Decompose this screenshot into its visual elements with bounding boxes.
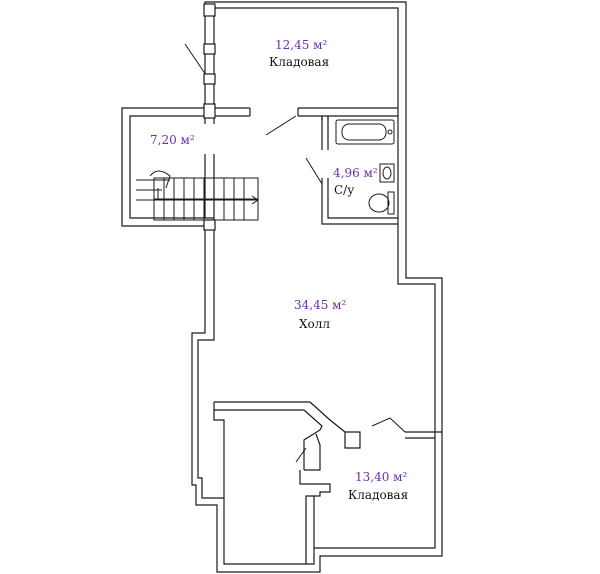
- wall-posts: [203, 3, 216, 231]
- room-hall: 34,45 м² Холл: [294, 298, 347, 331]
- area-label: 13,40 м²: [355, 470, 408, 484]
- area-label: 7,20 м²: [150, 133, 195, 147]
- room-name-label: Кладовая: [348, 488, 408, 502]
- interior-walls: [200, 107, 442, 564]
- staircase: [136, 170, 259, 221]
- room-storage-bottom: 13,40 м² Кладовая: [348, 470, 408, 502]
- room-storage-top: 12,45 м² Кладовая: [269, 38, 329, 69]
- room-name-label: С/у: [334, 183, 354, 197]
- area-label: 34,45 м²: [294, 298, 347, 312]
- room-bathroom: 4,96 м² С/у: [333, 166, 378, 197]
- room-stair: 7,20 м²: [150, 133, 195, 147]
- room-name-label: Кладовая: [269, 55, 329, 69]
- doors: [184, 43, 406, 463]
- outer-walls: [121, 1, 443, 573]
- room-name-label: Холл: [299, 317, 330, 331]
- area-label: 4,96 м²: [333, 166, 378, 180]
- area-label: 12,45 м²: [275, 38, 328, 52]
- sanitary-fixtures: [335, 119, 395, 215]
